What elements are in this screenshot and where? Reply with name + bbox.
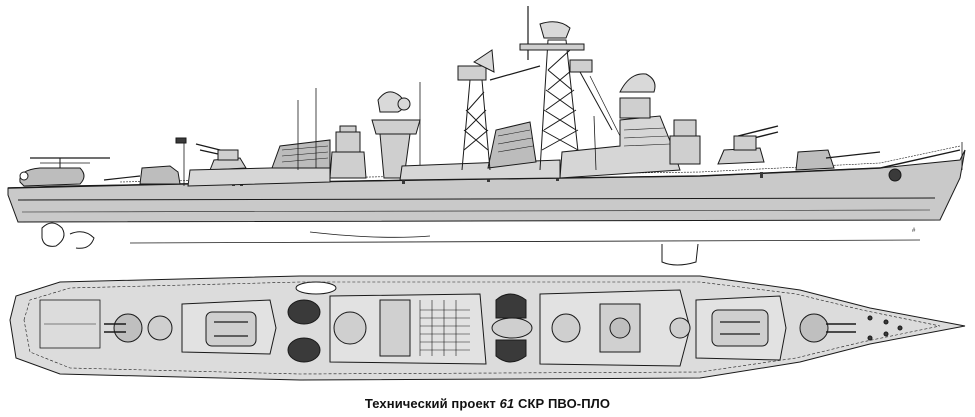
rudder xyxy=(69,231,95,249)
caption-suffix: СКР ПВО-ПЛО xyxy=(517,396,611,411)
fore-sam-launcher xyxy=(717,125,779,165)
fore-lattice-mast xyxy=(519,6,593,171)
midship-deckhouse-plan xyxy=(329,293,487,365)
aft-radar-mast xyxy=(371,91,421,179)
aft-gun-turret xyxy=(103,165,181,185)
aft-lattice-mast xyxy=(457,49,495,171)
helicopter-pad xyxy=(39,299,101,349)
aft-funnels xyxy=(287,299,321,363)
keel-line xyxy=(129,239,921,244)
propeller xyxy=(41,222,65,247)
figure-caption: Технический проект 61 СКР ПВО-ПЛО xyxy=(0,396,975,411)
boom xyxy=(489,65,541,81)
caption-project-number: 61 xyxy=(499,396,515,411)
aft-deckhouse xyxy=(187,139,331,187)
aft-gun-turret-plan xyxy=(104,313,143,343)
fore-fire-control-director xyxy=(669,119,701,165)
helicopter xyxy=(19,157,110,187)
aft-fire-control-director xyxy=(329,125,367,179)
svg-text:#: # xyxy=(912,228,916,234)
deck-rail xyxy=(119,145,961,183)
aft-sam-launcher-plan xyxy=(147,299,277,355)
fore-sam-launcher-plan xyxy=(695,295,787,361)
side-profile-view: # xyxy=(7,6,966,266)
aft-sam-launcher xyxy=(195,143,247,171)
bow-fittings xyxy=(867,315,903,341)
plan-view xyxy=(9,275,966,381)
fore-gun-turret-plan xyxy=(799,313,856,343)
fore-superstructure-plan xyxy=(539,289,691,367)
bridge-superstructure xyxy=(559,73,681,179)
anchor-hawse xyxy=(888,168,902,182)
fore-gun-turret xyxy=(795,149,881,171)
fore-funnels xyxy=(495,293,527,363)
caption-prefix: Технический проект xyxy=(364,396,496,411)
sonar-dome xyxy=(661,243,699,266)
waterline xyxy=(17,197,936,201)
midship-superstructure xyxy=(399,121,561,181)
